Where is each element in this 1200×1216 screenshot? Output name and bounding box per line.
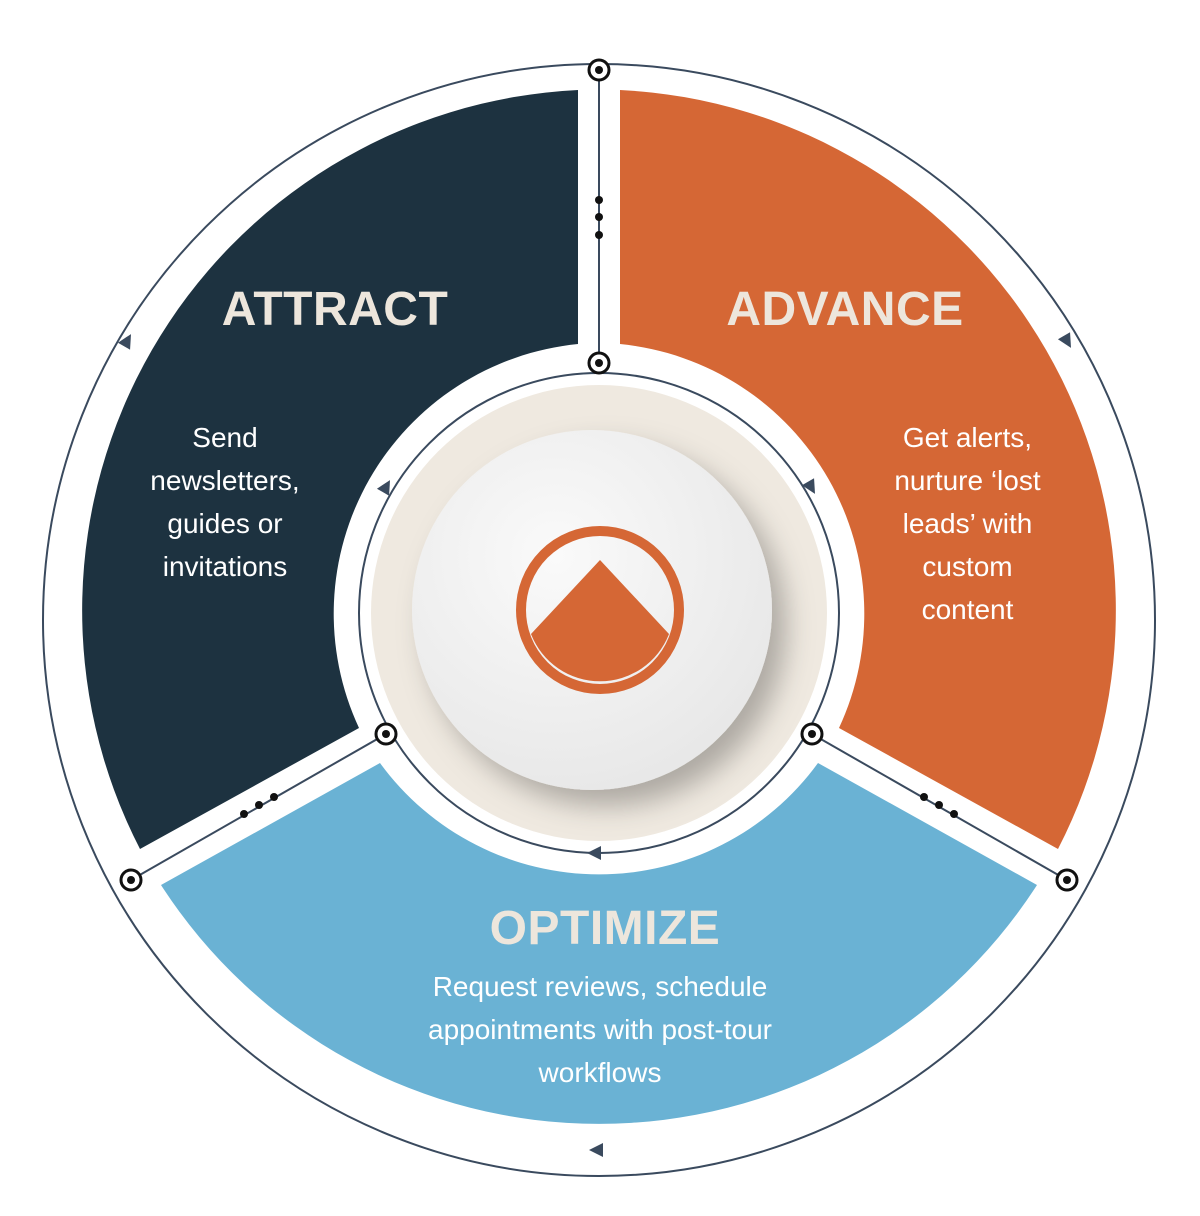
ring-node-left-outer	[119, 868, 143, 892]
advance-description: Get alerts, nurture ‘lost leads’ with cu…	[850, 416, 1085, 631]
ring-node-top-inner	[587, 351, 611, 375]
arrowhead-icon	[801, 478, 815, 494]
ring-node-right-inner	[800, 722, 824, 746]
attract-title: ATTRACT	[221, 283, 449, 336]
advance-segment[interactable]	[620, 90, 1116, 849]
attract-line-1: Send	[192, 422, 258, 453]
ellipsis-dots-top	[595, 196, 603, 239]
ellipsis-dots-right	[920, 793, 958, 818]
attract-line-2: newsletters,	[150, 465, 300, 496]
ring-node-right-outer	[1055, 868, 1079, 892]
attract-description: Send newsletters, guides or invitations	[120, 416, 330, 588]
attract-line-4: invitations	[162, 551, 288, 582]
optimize-segment[interactable]	[161, 763, 1037, 1124]
ring-node-top-outer	[587, 58, 611, 82]
optimize-line-3: workflows	[538, 1057, 662, 1088]
advance-line-1: Get alerts,	[902, 422, 1033, 453]
advance-title: ADVANCE	[726, 283, 964, 336]
attract-line-3: guides or	[167, 508, 283, 539]
ellipsis-dots-left	[240, 793, 278, 818]
arrowhead-icon	[1057, 332, 1071, 348]
optimize-line-1: Request reviews, schedule	[432, 971, 768, 1002]
optimize-line-2: appointments with post-tour	[428, 1014, 772, 1045]
ring-node-left-inner	[374, 722, 398, 746]
optimize-description: Request reviews, schedule appointments w…	[340, 965, 860, 1094]
advance-line-2: nurture ‘lost	[894, 465, 1041, 496]
arrowhead-icon	[117, 334, 131, 350]
advance-line-4: custom	[922, 551, 1013, 582]
arrowhead-icon	[376, 480, 390, 496]
arrowhead-icon	[589, 1143, 603, 1157]
attract-segment[interactable]	[82, 90, 578, 849]
advance-line-5: content	[921, 594, 1014, 625]
optimize-title: OPTIMIZE	[489, 902, 721, 955]
advance-line-3: leads’ with	[902, 508, 1033, 539]
arrowhead-icon	[587, 846, 601, 860]
mountain-peak-in-circle-logo	[516, 526, 684, 694]
